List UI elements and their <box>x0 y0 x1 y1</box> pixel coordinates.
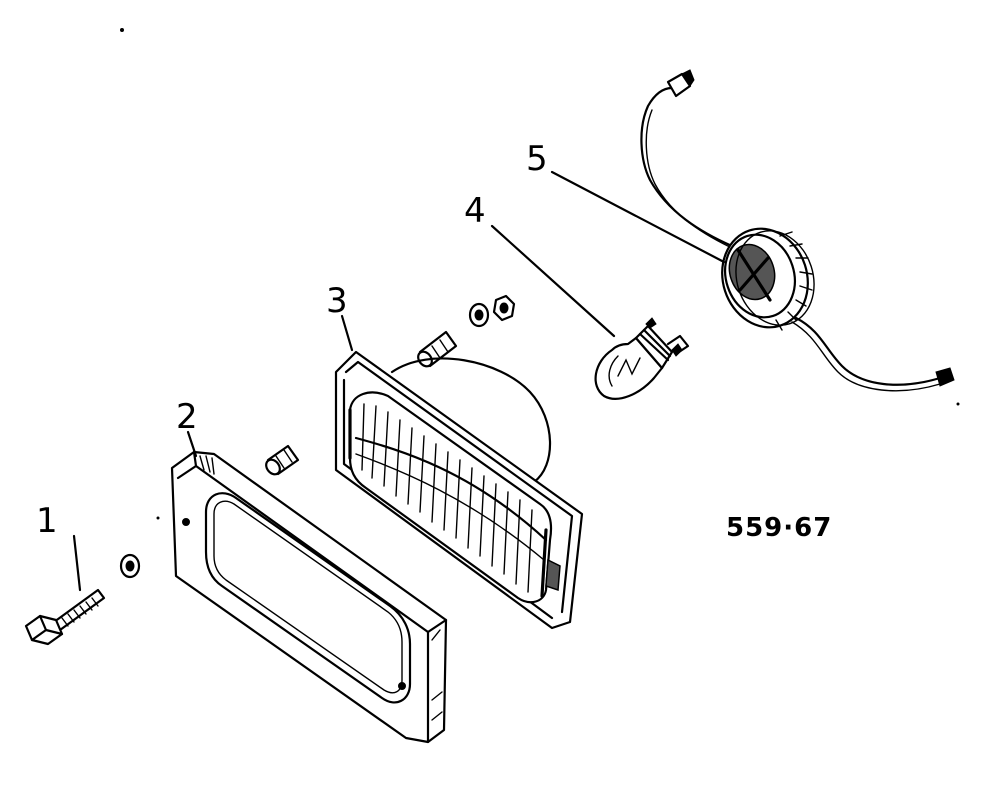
leader-part-2 <box>186 430 198 458</box>
lens-ribs <box>354 403 548 593</box>
scan-speck <box>156 516 160 520</box>
leader-part-5 <box>550 170 726 264</box>
leader-part-1 <box>72 534 82 592</box>
part-5-bulb-holder-with-wire <box>640 69 955 392</box>
leader-lines <box>72 170 726 592</box>
callout-part-2: 2 <box>176 397 198 437</box>
callout-part-1: 1 <box>36 501 58 541</box>
wire-terminal-upper <box>666 69 695 98</box>
callout-part-3: 3 <box>326 281 348 321</box>
wire-terminal-lower <box>935 367 955 387</box>
scan-speck <box>120 28 124 32</box>
nut-and-washer-upper <box>468 294 516 328</box>
leader-part-3 <box>340 314 354 352</box>
socket-body <box>721 227 815 331</box>
spacer-lower <box>265 444 300 476</box>
part-4-bulb <box>594 317 690 400</box>
washer <box>119 553 141 579</box>
leader-part-4 <box>490 224 616 338</box>
spacer-upper <box>417 330 458 368</box>
part-1-screw <box>24 588 106 646</box>
scan-speck <box>956 402 960 406</box>
callout-part-5: 5 <box>526 139 548 179</box>
diagram-reference-number: 559·67 <box>726 513 832 543</box>
part-3-lamp-housing-with-lens <box>334 350 584 630</box>
part-2-bezel-frame <box>170 450 448 744</box>
callout-part-4: 4 <box>464 191 486 231</box>
